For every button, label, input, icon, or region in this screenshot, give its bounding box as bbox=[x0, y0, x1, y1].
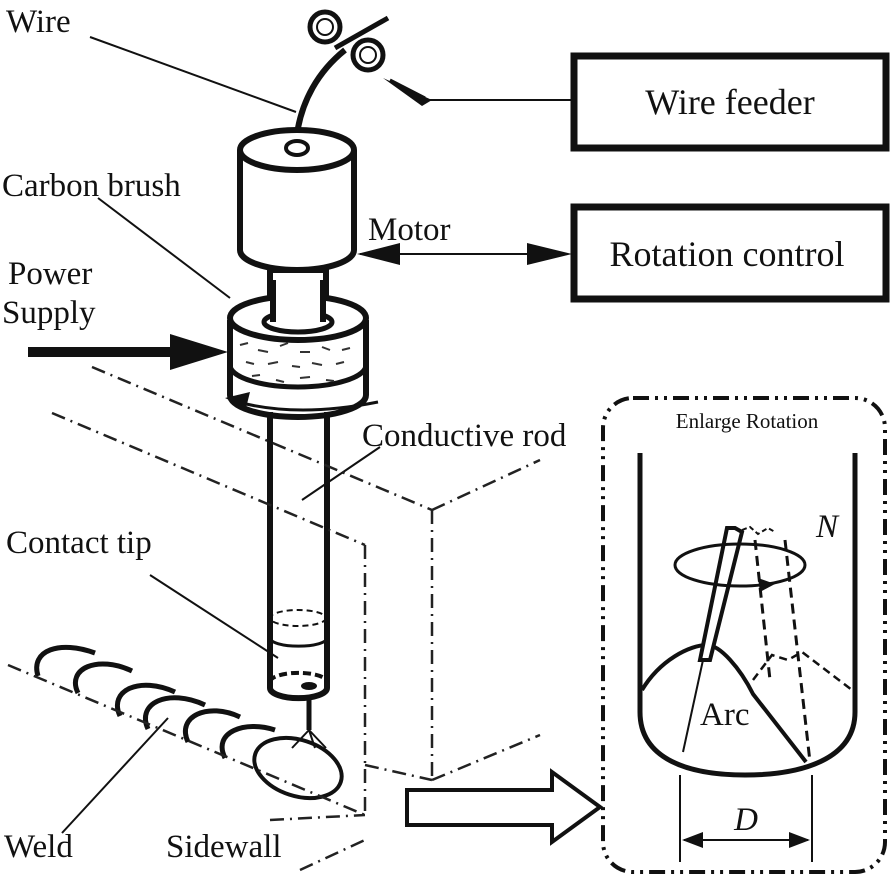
enlarge-arrow bbox=[405, 768, 604, 846]
wire-reel-icon bbox=[307, 9, 390, 73]
motor-arrowhead bbox=[357, 243, 400, 265]
inset-rotation-ellipse bbox=[673, 542, 807, 588]
label-weld: Weld bbox=[4, 829, 73, 865]
inset-width-symbol: D bbox=[733, 802, 758, 838]
wire-feeder-label: Wire feeder bbox=[645, 82, 814, 122]
leader-conductive-rod bbox=[301, 446, 381, 501]
rotation-control-label: Rotation control bbox=[610, 234, 845, 274]
rotation-control-box: Rotation control bbox=[570, 203, 890, 303]
carbon-texture bbox=[239, 342, 351, 383]
inset-arc-label: Arc bbox=[700, 697, 749, 733]
inset-rotation-arrowhead bbox=[758, 578, 775, 592]
wire-feed-arrowhead bbox=[383, 78, 432, 106]
enlarge-rotation-inset: Enlarge Rotation Arc N D bbox=[601, 396, 887, 874]
leader-wire bbox=[89, 36, 297, 113]
carbon-brush-ring bbox=[227, 280, 369, 420]
inset-rotation-symbol: N bbox=[815, 509, 840, 545]
power-supply-arrowhead bbox=[170, 334, 228, 370]
label-sidewall: Sidewall bbox=[166, 829, 281, 865]
weld-beads bbox=[34, 644, 276, 760]
rotation-arrowhead bbox=[225, 392, 250, 408]
leader-contact-tip bbox=[149, 574, 279, 659]
inset-groove bbox=[637, 453, 858, 778]
groove-outline bbox=[7, 365, 541, 872]
motor-body bbox=[237, 127, 357, 273]
rotation-direction-arc bbox=[237, 400, 379, 412]
wire-feeder-box: Wire feeder bbox=[570, 52, 890, 152]
inset-title: Enlarge Rotation bbox=[676, 409, 819, 433]
label-power-supply-2: Supply bbox=[2, 295, 96, 331]
label-conductive-rod: Conductive rod bbox=[362, 418, 567, 454]
label-motor: Motor bbox=[368, 212, 451, 248]
leader-carbon-brush bbox=[97, 197, 231, 299]
inset-electrode bbox=[697, 526, 745, 662]
inset-frame bbox=[601, 396, 887, 874]
conductive-rod bbox=[267, 412, 330, 688]
label-contact-tip: Contact tip bbox=[6, 525, 152, 561]
label-carbon-brush: Carbon brush bbox=[2, 168, 181, 204]
contact-tip bbox=[267, 609, 330, 702]
leader-weld bbox=[61, 717, 169, 834]
weld-pool bbox=[252, 735, 344, 801]
label-power-supply-1: Power bbox=[8, 256, 92, 292]
label-wire: Wire bbox=[6, 4, 71, 40]
rotation-control-arrowhead bbox=[527, 243, 572, 265]
